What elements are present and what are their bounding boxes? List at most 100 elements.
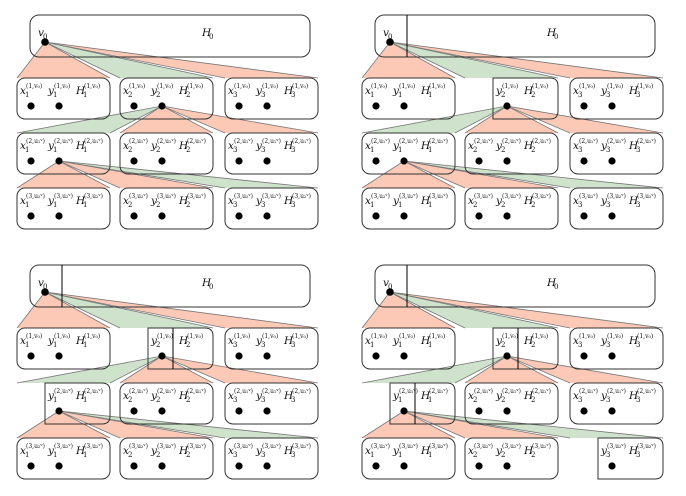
subgraph-box (464, 437, 559, 480)
subgraph-box (119, 132, 214, 175)
label-H1-sup: (1,v₀) (429, 333, 445, 340)
label-H3-sup: (1,v₀) (292, 333, 308, 340)
label-y3-sup: (2,u₁ᵛ) (262, 388, 281, 395)
fan-l1-to-l2-2-edge-left (119, 355, 163, 384)
label-H1: H (75, 445, 86, 457)
subgraph-box (569, 327, 664, 370)
label-y3-sub: 3 (261, 91, 265, 99)
subgraph-box (492, 327, 559, 370)
label-x3-sub: 3 (233, 451, 237, 459)
fan-root-to-l1-3-edge-right (389, 291, 664, 329)
label-x3-sub: 3 (578, 341, 582, 349)
label-H3-sub: 3 (636, 146, 640, 154)
label-H2: H (178, 140, 189, 152)
label-H3-sup: (1,v₀) (637, 83, 653, 90)
label-x3-sup: (1,v₀) (579, 333, 595, 340)
fan-root-to-l1-2-edge-right (389, 41, 559, 79)
label-H3: H (283, 390, 294, 402)
label-H1: H (420, 335, 431, 347)
vertex-x1 (27, 462, 35, 470)
label-y2: y (150, 85, 158, 97)
fan-root-to-l1-3-edge-right (44, 291, 319, 329)
vertex-x3 (235, 157, 243, 165)
label-y2: y (495, 85, 503, 97)
label-H2-sub: 2 (186, 451, 190, 459)
label-x1-sup: (3,u₂ᵛ) (26, 443, 45, 450)
label-y2-sup: (2,u₁ᵛ) (157, 388, 176, 395)
label-y1-sub: 1 (53, 91, 57, 99)
vertex-x3 (580, 157, 588, 165)
label-y2-sup: (3,u₂ᵛ) (502, 193, 521, 200)
subgraph-box (147, 327, 214, 370)
label-H3-sup: (1,v₀) (637, 333, 653, 340)
label-H3: H (283, 445, 294, 457)
label-x3: x (228, 445, 234, 457)
label-y1-sup: (3,u₂ᵛ) (54, 443, 73, 450)
label-H3-sup: (3,u₂ᵛ) (292, 443, 311, 450)
vertex-x3 (235, 407, 243, 415)
label-H3-sub: 3 (291, 451, 295, 459)
label-x3: x (228, 85, 234, 97)
label-y3-sub: 3 (606, 451, 610, 459)
label-H2-sub: 2 (531, 146, 535, 154)
vertex-y2 (158, 352, 166, 360)
label-y3: y (600, 390, 608, 402)
label-x1: x (20, 445, 26, 457)
fans (16, 41, 319, 189)
label-y3-sup: (1,v₀) (607, 333, 623, 340)
label-y3-sub: 3 (606, 201, 610, 209)
label-x1-sub: 1 (25, 91, 29, 99)
label-y1-sup: (3,u₂ᵛ) (399, 193, 418, 200)
label-x2-sub: 2 (473, 201, 477, 209)
label-y3-sup: (2,u₁ᵛ) (607, 138, 626, 145)
fan-root-to-l1-1-edge-left (16, 41, 46, 79)
label-y3: y (255, 85, 263, 97)
label-y1: y (392, 445, 400, 457)
label-H1: H (420, 85, 431, 97)
label-y2: y (150, 195, 158, 207)
subgraph-box (16, 77, 111, 120)
label-H2-sub: 2 (531, 201, 535, 209)
label-y2-sup: (3,u₂ᵛ) (502, 443, 521, 450)
root-box (29, 14, 311, 58)
label-H3: H (283, 85, 294, 97)
label-x2-sup: (3,u₂ᵛ) (474, 193, 493, 200)
root-graph-label: H (201, 277, 212, 289)
vertex-y3 (608, 462, 616, 470)
label-H1-sup: (2,u₁ᵛ) (429, 388, 448, 395)
label-x2-sub: 2 (128, 91, 132, 99)
label-y3-sub: 3 (261, 341, 265, 349)
label-H3-sub: 3 (291, 201, 295, 209)
fan-root-to-l1-2-edge-right (44, 291, 214, 329)
label-x3: x (228, 140, 234, 152)
vertex-y2 (503, 212, 511, 220)
label-y1-sub: 1 (53, 201, 57, 209)
label-H2-sup: (1,v₀) (532, 83, 548, 90)
fan-root-to-l1-1-edge-left (16, 291, 46, 329)
label-H1-sup: (1,v₀) (84, 333, 100, 340)
vertex-y2 (503, 462, 511, 470)
label-H1: H (420, 195, 431, 207)
label-y1: y (47, 390, 55, 402)
label-H3-sup: (2,u₁ᵛ) (292, 388, 311, 395)
vertex-y3 (608, 407, 616, 415)
label-y2-sup: (3,u₂ᵛ) (157, 193, 176, 200)
label-x1-sup: (3,u₂ᵛ) (371, 193, 390, 200)
label-x1: x (20, 335, 26, 347)
label-x2: x (123, 390, 129, 402)
label-H3-sup: (2,u₁ᵛ) (637, 388, 656, 395)
label-H2-sup: (1,v₀) (532, 333, 548, 340)
label-y2-sup: (2,u₁ᵛ) (502, 138, 521, 145)
vertex-y2 (158, 102, 166, 110)
label-y3-sub: 3 (606, 396, 610, 404)
